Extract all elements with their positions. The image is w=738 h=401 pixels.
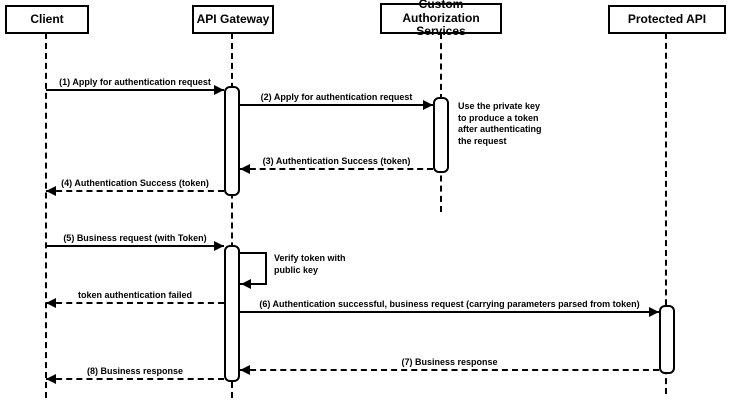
participant-client: Client (5, 5, 89, 34)
message-5-label: (5) Business request (with Token) (63, 233, 207, 243)
participant-protected-api: Protected API (608, 5, 726, 34)
arrowhead-right-icon (214, 85, 224, 95)
activation-api-gateway-2 (224, 245, 240, 382)
participant-custom-authorization-services: Custom Authorization Services (380, 0, 502, 38)
participant-api-gateway-label: API Gateway (196, 11, 270, 26)
lifeline-protected-api (665, 33, 667, 394)
message-9-arrow (240, 369, 659, 371)
arrowhead-left-icon (46, 374, 56, 384)
arrowhead-right-icon (423, 100, 433, 110)
message-9-label: (7) Business response (401, 357, 498, 367)
participant-protected-api-label: Protected API (627, 11, 707, 26)
arrowhead-right-icon (649, 307, 659, 317)
message-10-label: (8) Business response (86, 366, 184, 376)
note-private-key: Use the private key to produce a token a… (458, 101, 542, 147)
self-message-loop (240, 252, 267, 285)
lifeline-client (45, 33, 47, 398)
message-3-arrow (240, 168, 433, 170)
activation-protected-api (659, 305, 675, 374)
message-3-label: (3) Authentication Success (token) (262, 156, 411, 166)
message-2-arrow (240, 104, 433, 106)
message-4-label: (4) Authentication Success (token) (61, 178, 209, 188)
message-4-arrow (46, 190, 224, 192)
lifeline-api-gateway (231, 33, 233, 398)
arrowhead-left-icon (241, 279, 251, 289)
activation-api-gateway-1 (224, 86, 240, 196)
participant-api-gateway: API Gateway (192, 5, 274, 34)
message-2-label: (2) Apply for authentication request (260, 92, 413, 102)
message-5-arrow (46, 245, 224, 247)
activation-custom-authorization-services (433, 97, 449, 173)
arrowhead-left-icon (240, 365, 250, 375)
arrowhead-left-icon (46, 186, 56, 196)
message-8-arrow (240, 311, 659, 313)
participant-client-label: Client (30, 11, 64, 26)
message-7-arrow (46, 302, 224, 304)
arrowhead-left-icon (240, 164, 250, 174)
message-10-arrow (46, 378, 224, 380)
self-message-label: Verify token with public key (274, 253, 346, 275)
arrowhead-right-icon (214, 241, 224, 251)
message-8-label: (6) Authentication successful, business … (259, 299, 640, 309)
message-7-label: token authentication failed (77, 290, 192, 300)
message-1-arrow (46, 89, 224, 91)
message-1-label: (1) Apply for authentication request (59, 77, 211, 87)
participant-custom-authorization-services-label: Custom Authorization Services (402, 0, 480, 39)
arrowhead-left-icon (46, 298, 56, 308)
